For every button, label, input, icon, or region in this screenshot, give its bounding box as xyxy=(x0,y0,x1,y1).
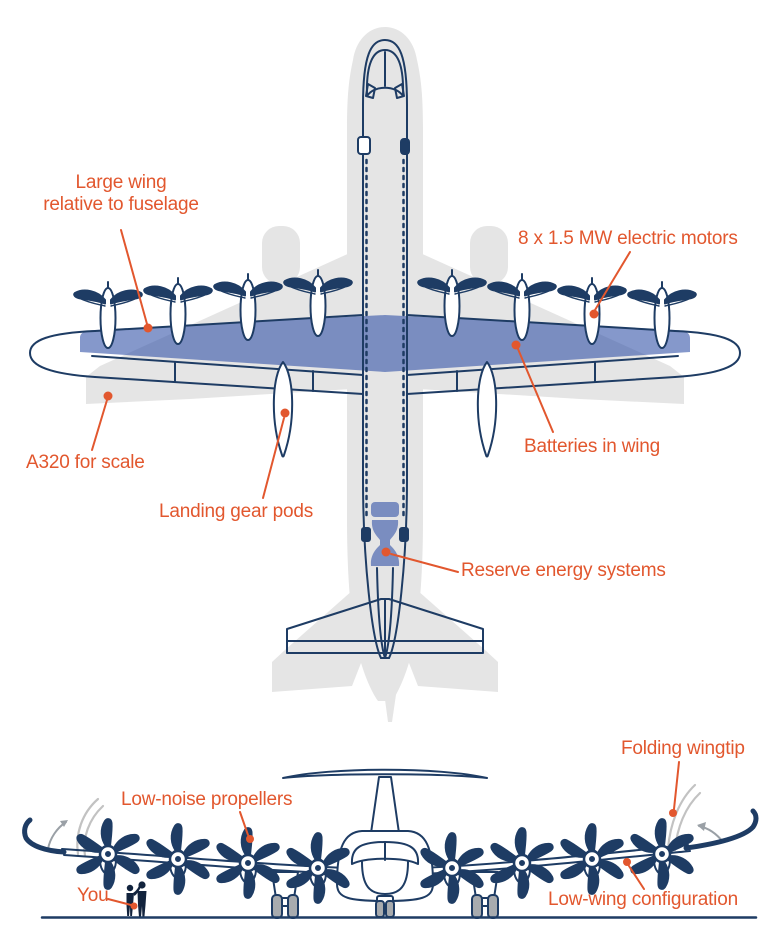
people-silhouettes xyxy=(126,881,147,917)
fold-arrow-left xyxy=(47,820,68,850)
e9x-fuselage xyxy=(357,39,410,659)
label-electric-motors: 8 x 1.5 MW electric motors xyxy=(518,228,738,249)
reserve-top xyxy=(371,502,399,517)
label-landing-gear: Landing gear pods xyxy=(159,501,314,522)
label-batteries: Batteries in wing xyxy=(524,436,661,457)
front-fuselage xyxy=(336,830,434,902)
stabilizer xyxy=(282,768,488,779)
leader-low-noise xyxy=(239,811,249,836)
a320-tail-cone xyxy=(377,640,404,722)
leader-motors xyxy=(594,251,631,311)
leader-you xyxy=(107,898,132,906)
e9x-tailplane xyxy=(286,598,484,654)
label-a320-scale: A320 for scale xyxy=(26,452,145,473)
vertical-fin xyxy=(370,776,400,834)
leader-lines xyxy=(91,229,680,910)
a320-right-engine xyxy=(470,226,508,284)
label-reserve-energy: Reserve energy systems xyxy=(461,560,666,581)
gear-pod-right xyxy=(476,361,498,458)
label-low-wing: Low-wing configuration xyxy=(548,889,738,910)
label-large-wing: Large wing relative to fuselage xyxy=(43,172,199,215)
nose-gear xyxy=(375,895,395,918)
leader-a320 xyxy=(91,399,108,451)
e9x-top-view xyxy=(29,39,741,659)
leader-landing-gear xyxy=(262,417,285,499)
battery-band xyxy=(80,315,690,372)
leader-large-wing xyxy=(120,229,148,325)
leader-folding xyxy=(673,761,680,810)
label-low-noise-propellers: Low-noise propellers xyxy=(121,789,293,810)
leader-reserve xyxy=(390,553,459,573)
a320-left-engine xyxy=(262,226,300,284)
leader-batteries xyxy=(517,348,554,433)
e9x-front-view xyxy=(22,768,759,919)
label-you: You xyxy=(77,885,109,906)
a320-left-tail xyxy=(272,575,370,692)
a320-right-tail xyxy=(400,575,498,692)
leader-low-wing xyxy=(628,865,645,890)
fold-arrow-right xyxy=(697,822,724,843)
label-folding-wingtip: Folding wingtip xyxy=(621,738,745,759)
